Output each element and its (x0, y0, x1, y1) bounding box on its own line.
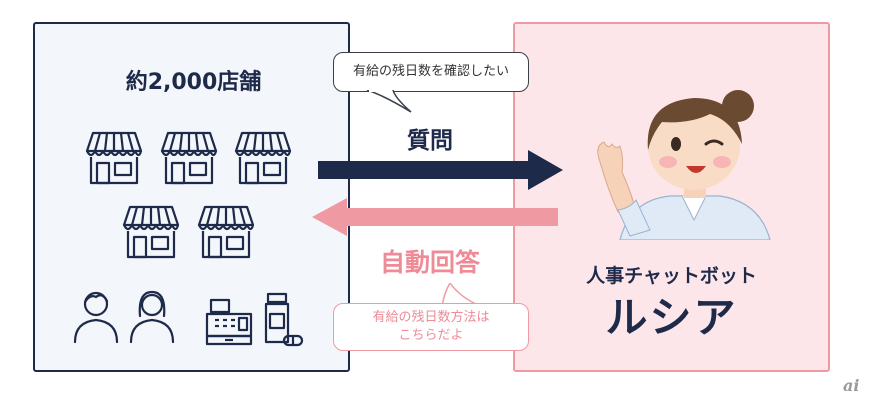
answer-speech-bubble: 有給の残日数方法は こちらだよ (333, 303, 529, 351)
question-label: 質問 (407, 128, 453, 154)
store-icon (197, 205, 255, 259)
store-icon (160, 131, 218, 185)
auto-answer-label: 自動回答 (379, 248, 480, 277)
question-text: 有給の残日数を確認したい (352, 64, 509, 79)
stores-count-title: 約2,000店舗 (125, 70, 262, 95)
cash-register-icon (205, 298, 253, 346)
chatbot-subtitle: 人事チャットボット (586, 265, 757, 287)
chatbot-character-illustration (597, 90, 771, 240)
man-icon (73, 291, 119, 344)
stores-panel: 約2,000店舗 (33, 22, 350, 372)
store-icon (85, 131, 143, 185)
medicine-bottle-icon (264, 292, 304, 347)
chatbot-name: ルシア (605, 293, 738, 342)
question-bubble-tail (366, 90, 412, 113)
store-icon (234, 131, 292, 185)
question-speech-bubble: 有給の残日数を確認したい (333, 52, 529, 92)
store-icon (122, 205, 180, 259)
ai-watermark: ai (843, 376, 860, 395)
woman-icon (129, 290, 175, 344)
answer-text-line2: こちらだよ (398, 328, 464, 343)
answer-arrow-left (312, 198, 558, 236)
answer-bubble-tail (441, 283, 479, 307)
answer-text-line1: 有給の残日数方法は (372, 310, 490, 325)
question-arrow-right (318, 150, 563, 190)
